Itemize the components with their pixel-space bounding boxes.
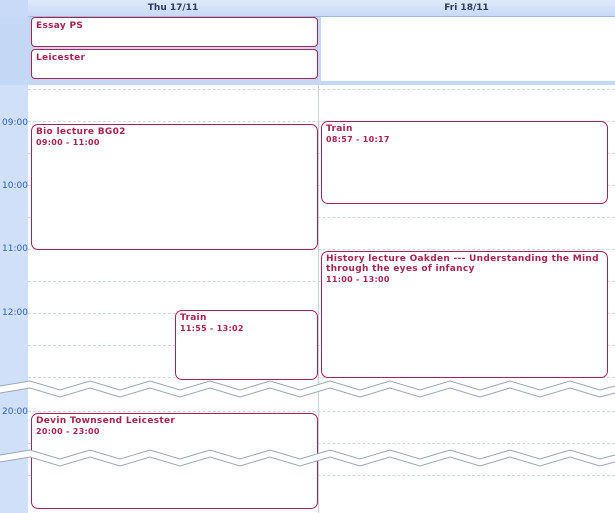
time-label-1200: 12:00 (2, 308, 28, 318)
grid-line (28, 411, 615, 412)
event-train-fri[interactable]: Train 08:57 - 10:17 (321, 121, 608, 204)
grid-line (28, 89, 615, 90)
time-break-marker (0, 449, 615, 467)
grid-line (28, 377, 615, 378)
event-title: Train (180, 313, 207, 323)
grid-line (28, 475, 615, 476)
event-title: Essay PS (36, 21, 84, 31)
time-label-1000: 10:00 (2, 181, 28, 191)
day-separator (318, 85, 319, 513)
header-gutter (0, 0, 28, 17)
grid-line (28, 121, 615, 122)
time-label-0900: 09:00 (2, 118, 28, 128)
day-header-fri[interactable]: Fri 18/11 (318, 0, 615, 17)
event-title: Bio lecture BG02 (36, 127, 126, 137)
grid-line (28, 443, 615, 444)
all-day-empty-cell[interactable] (321, 17, 615, 81)
event-train-thu[interactable]: Train 11:55 - 13:02 (175, 310, 318, 380)
time-break-marker (0, 380, 615, 398)
all-day-event-leicester[interactable]: Leicester (31, 49, 318, 79)
event-title: Devin Townsend Leicester (36, 416, 176, 426)
event-bio-lecture[interactable]: Bio lecture BG02 09:00 - 11:00 (31, 124, 318, 250)
day-header-thu[interactable]: Thu 17/11 (28, 0, 318, 17)
event-history-lecture[interactable]: History lecture Oakden --- Understanding… (321, 251, 608, 378)
event-time: 11:55 - 13:02 (180, 324, 244, 333)
all-day-gutter (0, 17, 28, 85)
time-label-1100: 11:00 (2, 244, 28, 254)
grid-line (28, 249, 615, 250)
event-time: 11:00 - 13:00 (326, 275, 390, 284)
all-day-event-essay-ps[interactable]: Essay PS (31, 17, 318, 47)
event-title: Leicester (36, 53, 86, 63)
time-label-2000: 20:00 (2, 407, 28, 417)
event-time: 20:00 - 23:00 (36, 427, 100, 436)
event-time: 08:57 - 10:17 (326, 135, 390, 144)
event-time: 09:00 - 11:00 (36, 138, 100, 147)
grid-line (28, 217, 615, 218)
time-gutter: 09:00 10:00 11:00 12:00 20:00 (0, 85, 28, 513)
event-title: Train (326, 124, 353, 134)
event-title: History lecture Oakden --- Understanding… (326, 254, 599, 274)
all-day-column-fri (318, 17, 615, 85)
